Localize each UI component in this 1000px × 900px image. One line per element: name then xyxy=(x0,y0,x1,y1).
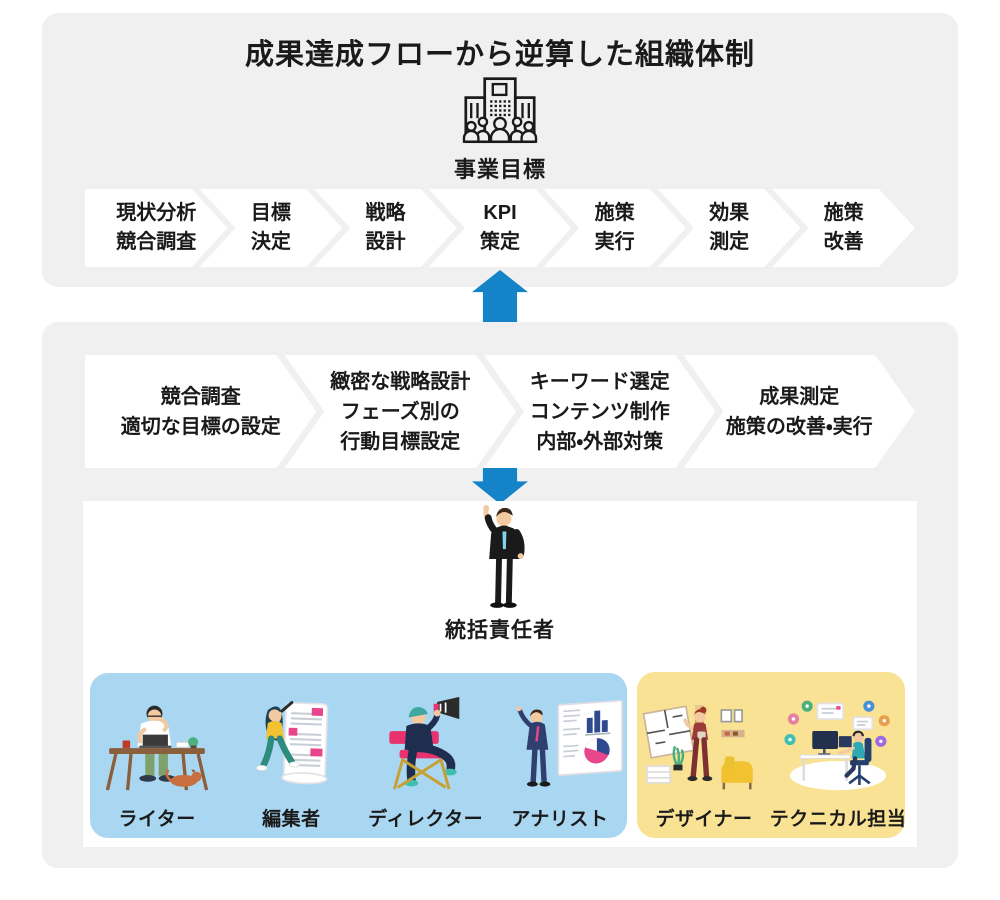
technical-staff-illustration xyxy=(784,700,890,791)
role-label: ライター xyxy=(118,809,196,830)
strategy-step-design: 緻密な戦略設計 フェーズ別の 行動目標設定 xyxy=(285,355,517,468)
manager-pointing-illustration xyxy=(483,504,525,608)
strategy-step-research: 競合調査 適切な目標の設定 xyxy=(85,355,317,468)
role-analyst: アナリスト xyxy=(493,673,627,838)
technical-team-box: デザイナー xyxy=(637,672,905,838)
writer-illustration xyxy=(105,705,209,791)
role-label: ディレクター xyxy=(368,809,484,830)
role-label: アナリスト xyxy=(511,809,609,830)
manager-label: 統括責任者 xyxy=(445,619,555,642)
role-director: ディレクター xyxy=(359,673,493,838)
role-label: テクニカル担当 xyxy=(771,809,905,830)
editor-illustration xyxy=(256,701,329,785)
role-editor: 編集者 xyxy=(224,673,358,838)
role-label: デザイナー xyxy=(655,809,753,830)
business-goal-label: 事業目標 xyxy=(453,157,546,182)
role-designer: デザイナー xyxy=(637,672,771,838)
role-technical: テクニカル担当 xyxy=(771,672,905,838)
strategy-step-content: キーワード選定 コンテンツ制作 内部・外部対策 xyxy=(484,355,716,468)
role-label: 編集者 xyxy=(262,809,321,830)
designer-illustration xyxy=(642,705,753,790)
office-building-icon xyxy=(462,77,538,144)
strategy-step-result: 成果測定 施策の改善・実行 xyxy=(684,355,916,468)
analyst-illustration xyxy=(516,699,623,787)
director-illustration xyxy=(388,696,459,790)
content-team-box: ライター xyxy=(90,673,627,838)
strategy-flow-band: 競合調査 適切な目標の設定 緻密な戦略設計 フェーズ別の 行動目標設定 キーワー… xyxy=(85,355,915,468)
flow-step-analysis: 現状分析 競合調査 xyxy=(85,189,228,267)
role-writer: ライター xyxy=(90,673,224,838)
business-flow-band: 現状分析 競合調査 目標 決定 戦略 設計 KPI 策定 施策 実行 効果 測定… xyxy=(85,189,915,267)
page-title: 成果達成フローから逆算した組織体制 xyxy=(244,39,755,71)
